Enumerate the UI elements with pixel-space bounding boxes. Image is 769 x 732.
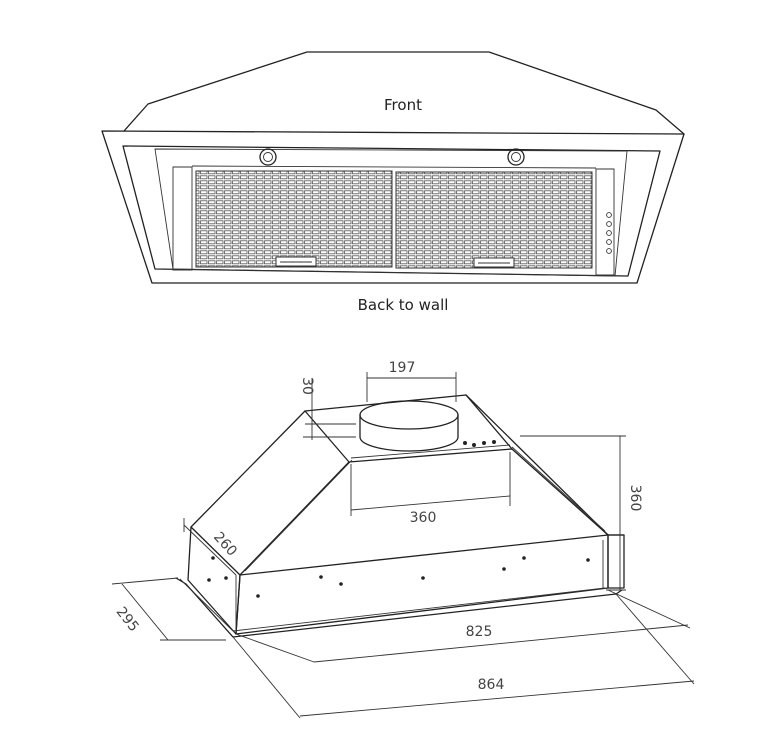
iso-control-buttons <box>463 440 496 447</box>
dimension-lines <box>111 372 695 719</box>
top-view-right-panel <box>595 168 615 276</box>
top-view-cavity <box>154 148 628 277</box>
iso-mounting-holes <box>207 556 590 598</box>
top-view-left-panel <box>172 166 193 271</box>
front-label: Front <box>384 96 422 114</box>
top-view-filter-handle-right <box>473 257 515 268</box>
dim-spigot-height: 30 <box>299 377 315 395</box>
iso-canopy-front-ridge <box>239 448 609 576</box>
top-view-inner-frame <box>122 145 661 277</box>
back-to-wall-label: Back to wall <box>358 296 449 314</box>
iso-spigot <box>359 400 459 452</box>
dim-side-depth: 260 <box>210 529 240 560</box>
top-view: Front Back to wall <box>101 51 685 314</box>
top-view-roof <box>123 51 685 135</box>
dim-outer-depth: 295 <box>113 604 142 635</box>
dim-total-height: 360 <box>627 485 643 512</box>
dim-inner-width: 360 <box>410 510 437 526</box>
top-view-light-rail <box>191 165 597 169</box>
iso-front-face <box>235 534 609 635</box>
top-view-filter-handle-left <box>275 256 317 267</box>
top-view-filter-right <box>395 171 593 269</box>
iso-right-end <box>607 534 625 589</box>
dim-spigot-diameter: 197 <box>389 360 416 376</box>
top-view-control-buttons <box>606 212 612 254</box>
top-view-light-left <box>259 148 277 166</box>
iso-canopy-outline <box>190 394 609 536</box>
top-view-filter-left <box>195 170 393 268</box>
dim-overall-width: 864 <box>478 677 505 693</box>
top-view-outer-frame <box>101 130 685 284</box>
top-view-light-right <box>507 148 525 166</box>
isometric-view <box>175 394 625 638</box>
dim-body-width: 825 <box>466 624 493 640</box>
iso-bottom-flange <box>175 577 623 638</box>
